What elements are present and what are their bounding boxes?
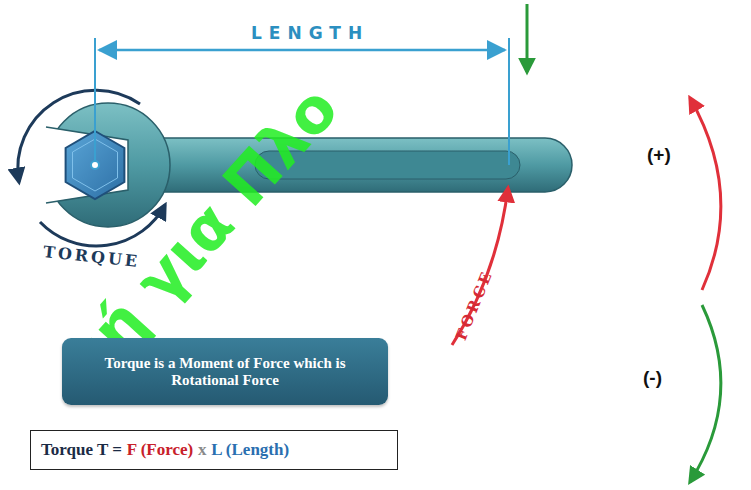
text-group: Torque is a Moment of Force which is Rot… — [80, 355, 370, 389]
text-group: Torque T = F (Force)xL (Length) — [41, 440, 289, 460]
force-label: FORCE — [452, 267, 497, 343]
sign-label: (-) — [643, 367, 662, 389]
formula-box: Torque T = F (Force)xL (Length) — [30, 430, 398, 470]
formula-part: Torque T = — [41, 440, 122, 459]
info-banner: Torque is a Moment of Force which is Rot… — [62, 338, 388, 405]
formula-part: L (Length) — [211, 440, 289, 459]
formula-part: x — [198, 440, 207, 459]
banner-text: Torque is a Moment of Force which is Rot… — [105, 355, 346, 388]
formula-part: F (Force) — [127, 440, 194, 459]
length-label: LENGTH — [247, 23, 373, 43]
sign-label: (+) — [647, 144, 671, 166]
torque-label: TORQUE — [42, 242, 141, 271]
